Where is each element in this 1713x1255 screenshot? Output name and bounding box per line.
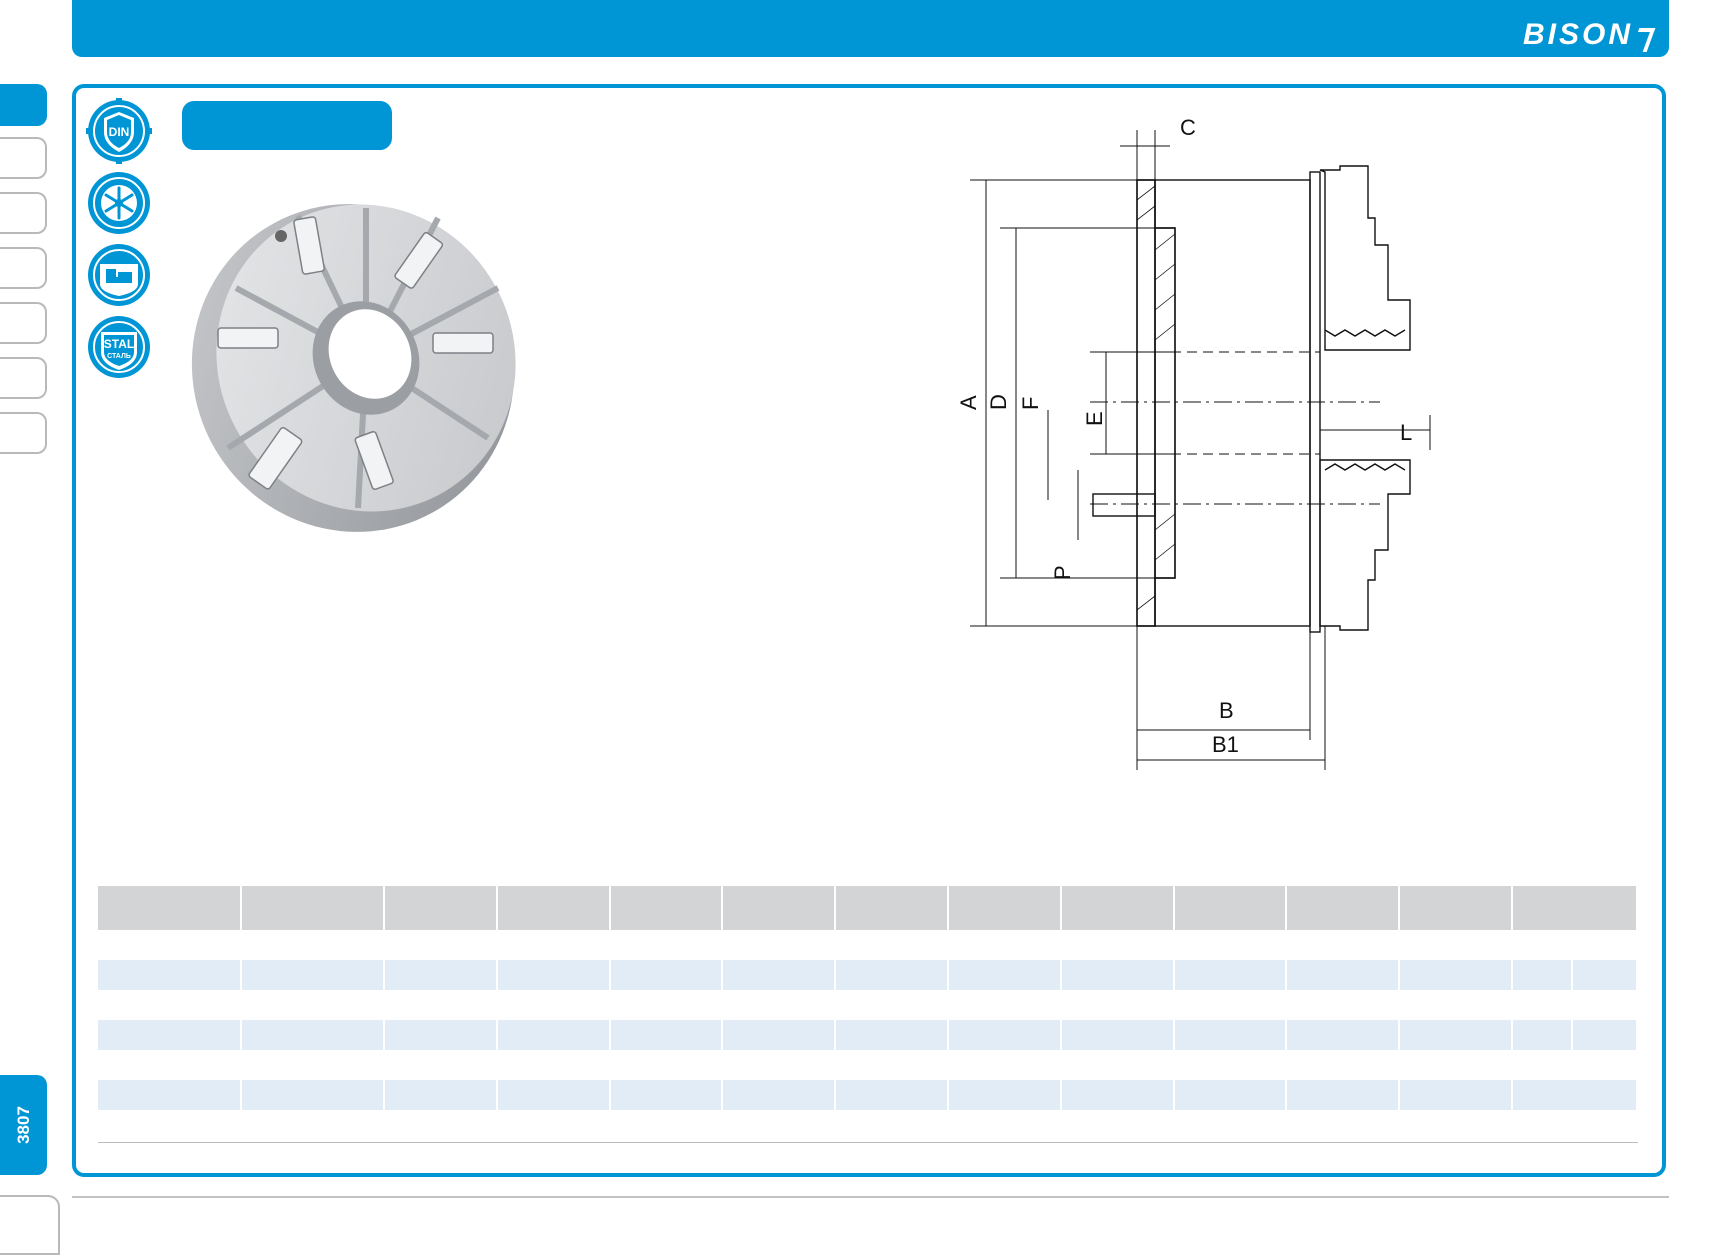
bison-logo[interactable]: BISON [1522, 18, 1656, 52]
side-tab-7[interactable] [0, 412, 47, 454]
side-tab-3[interactable] [0, 192, 47, 234]
dim-label-a: A [956, 395, 981, 410]
dim-label-d: D [986, 394, 1011, 410]
machine-tool-icon [88, 244, 150, 306]
table-row [98, 930, 1638, 960]
technical-drawing: A D F E P C L B B1 [956, 115, 1431, 770]
table-row [98, 1080, 1638, 1110]
table-row [98, 1050, 1638, 1080]
snowflake-gear-icon [88, 172, 150, 234]
stal-badge-text: STAL [104, 337, 134, 351]
dim-label-e: E [1082, 411, 1107, 426]
din-badge-text: DIN [109, 125, 130, 139]
side-tab-6[interactable] [0, 357, 47, 399]
table-row [98, 990, 1638, 1020]
chuck-product-image [191, 204, 516, 532]
side-tab-1[interactable] [0, 84, 47, 126]
logo-swoosh-icon [1630, 28, 1656, 52]
table-header-row [98, 886, 1638, 930]
dim-label-c: C [1180, 115, 1196, 140]
din-shield-icon: DIN [86, 98, 152, 164]
dim-label-l: L [1400, 420, 1412, 445]
dim-label-b: B [1219, 698, 1234, 723]
table-bottom-rule [98, 1142, 1638, 1143]
stal-steel-icon: STAL СТАЛЬ [88, 316, 150, 378]
product-title-pill [182, 101, 392, 150]
dim-label-f: F [1018, 397, 1043, 410]
side-tab-5[interactable] [0, 302, 47, 344]
side-tab-4[interactable] [0, 247, 47, 289]
dim-label-p: P [1050, 565, 1075, 580]
page-number: 3807 [13, 1106, 33, 1144]
footer-rule [72, 1196, 1669, 1198]
stal-badge-subtext: СТАЛЬ [107, 353, 131, 360]
header-bar: BISON [72, 0, 1669, 57]
bottom-corner-tab [0, 1195, 60, 1255]
table-row [98, 1110, 1638, 1140]
table-row [98, 960, 1638, 990]
side-tab-2[interactable] [0, 137, 47, 179]
brand-name: BISON [1522, 18, 1633, 51]
dim-label-b1: B1 [1212, 732, 1239, 757]
spec-table [98, 886, 1638, 1140]
page-number-tab: 3807 [0, 1075, 47, 1175]
table-row [98, 1020, 1638, 1050]
table-subheader-row [98, 908, 1638, 930]
